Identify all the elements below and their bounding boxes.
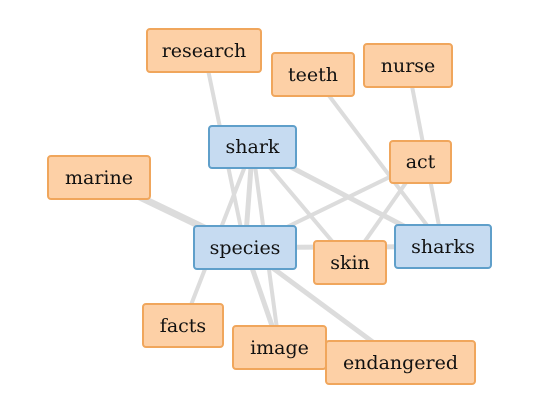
node-label: act — [405, 151, 436, 173]
node-sharks[interactable]: sharks — [394, 224, 492, 269]
node-label: sharks — [411, 235, 475, 258]
node-label: species — [209, 236, 281, 259]
node-endangered[interactable]: endangered — [325, 340, 476, 385]
node-label: research — [161, 39, 247, 62]
node-teeth[interactable]: teeth — [271, 52, 355, 97]
node-label: teeth — [288, 63, 338, 86]
node-skin[interactable]: skin — [313, 240, 387, 285]
node-label: facts — [159, 314, 207, 337]
node-label: skin — [330, 251, 370, 274]
node-image[interactable]: image — [232, 325, 327, 370]
node-label: shark — [225, 136, 280, 158]
node-label: marine — [65, 166, 133, 189]
node-shark[interactable]: shark — [208, 125, 297, 169]
node-label: endangered — [342, 351, 459, 374]
node-label: nurse — [380, 54, 436, 77]
node-marine[interactable]: marine — [47, 155, 151, 200]
node-nurse[interactable]: nurse — [363, 43, 453, 88]
node-research[interactable]: research — [146, 28, 262, 73]
node-facts[interactable]: facts — [142, 303, 224, 348]
edge-teeth-sharks — [311, 72, 445, 249]
node-act[interactable]: act — [389, 140, 452, 184]
node-label: image — [250, 336, 309, 359]
node-species[interactable]: species — [193, 225, 297, 270]
